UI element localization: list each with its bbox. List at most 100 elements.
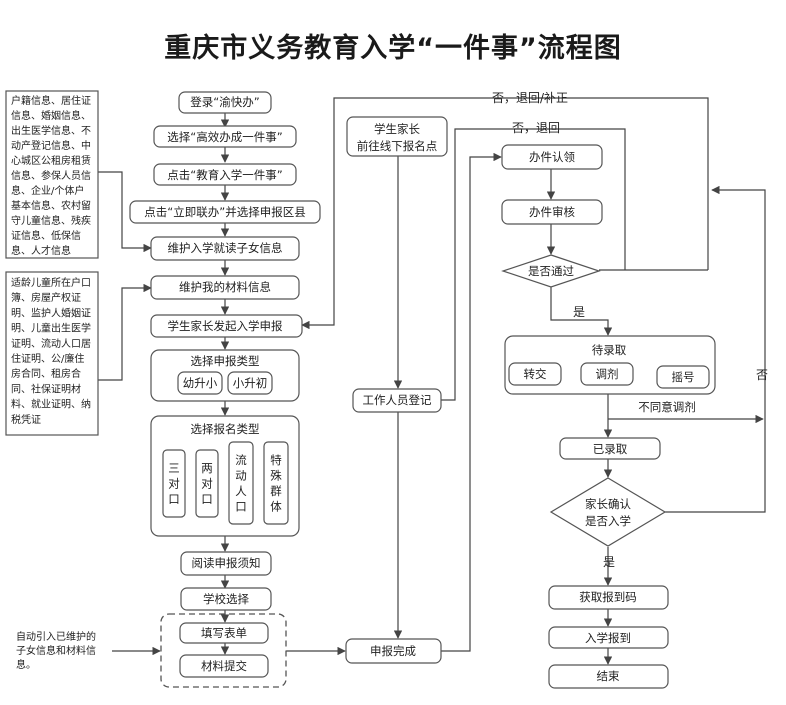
note1-line: 心城区公租房租赁: [11, 154, 91, 167]
option-three-match: [162, 449, 186, 518]
note2-line: 明、监护人婚姻证: [11, 306, 91, 319]
option-floating-population-label: 流动人口: [235, 453, 247, 514]
category-char: 动: [235, 468, 247, 482]
group-select-type: 选择申报类型 幼升小 小升初: [150, 349, 300, 402]
note2-line: 证明、流动人口居: [11, 337, 91, 350]
option-kindergarten-to-primary: 幼升小: [177, 371, 223, 395]
note1-line: 息、企业/个体户: [11, 184, 84, 197]
note1-line: 动产登记信息、中: [11, 139, 91, 152]
step-submit-materials: 材料提交: [179, 654, 269, 678]
svg-text:已录取: 已录取: [593, 442, 628, 456]
category-char: 体: [270, 499, 282, 513]
svg-text:户籍信息、居住证信息、婚姻信息、出生医学信息、不动产登记信息: 户籍信息、居住证信息、婚姻信息、出生医学信息、不动产登记信息、中心城区公租房租赁…: [11, 94, 91, 257]
edge-label-yes: 是: [573, 305, 585, 319]
svg-text:幼升小: 幼升小: [183, 376, 218, 390]
note1-line: 出生医学信息、不: [11, 124, 91, 137]
option-two-match: [195, 449, 219, 518]
category-char: 流: [235, 453, 247, 467]
step-read-notice: 阅读申报须知: [180, 551, 272, 576]
step-apply-done: 申报完成: [345, 638, 442, 664]
page-title: 重庆市义务教育入学“一件事”流程图: [164, 33, 622, 64]
note2-line: 住证明、公/廉住: [11, 352, 84, 365]
svg-text:自动引入已维护的子女信息和材料信息。: 自动引入已维护的子女信息和材料信息。: [16, 630, 96, 671]
svg-text:选择报名类型: 选择报名类型: [191, 422, 260, 436]
decision-passed: 是否通过: [501, 254, 601, 288]
category-char: 对: [168, 477, 180, 491]
group-pending-admission: 待录取 转交 调剂 摇号: [504, 335, 716, 395]
edge-label-no: 否: [756, 368, 768, 382]
step-admitted: 已录取: [559, 437, 661, 460]
step-get-code: 获取报到码: [548, 585, 669, 610]
step-end: 结束: [548, 664, 669, 689]
category-char: 对: [201, 477, 213, 491]
svg-text:点击“立即联办”并选择申报区县: 点击“立即联办”并选择申报区县: [144, 205, 305, 219]
step-parent-apply: 学生家长发起入学申报: [150, 314, 303, 338]
edge-label-no-return: 否，退回: [512, 121, 560, 135]
svg-text:学生家长发起入学申报: 学生家长发起入学申报: [168, 319, 283, 333]
svg-text:选择申报类型: 选择申报类型: [191, 354, 260, 368]
note2-line: 房合同、租房合: [11, 367, 81, 380]
svg-text:办件审核: 办件审核: [529, 205, 575, 219]
svg-text:学生家长: 学生家长: [374, 122, 420, 136]
note1-line: 户籍信息、居住证: [11, 94, 91, 107]
note1-line: 信息、参保人员信: [11, 169, 91, 182]
note2-line: 料、就业证明、纳: [11, 398, 91, 411]
category-char: 口: [235, 499, 247, 513]
note-3: 自动引入已维护的子女信息和材料信息。: [14, 630, 112, 677]
step-login: 登录“渝快办”: [178, 91, 272, 114]
step-child-info: 维护入学就读子女信息: [150, 236, 300, 261]
svg-text:阅读申报须知: 阅读申报须知: [192, 556, 261, 570]
svg-text:入学报到: 入学报到: [585, 631, 631, 645]
note1-line: 证信息、低保信: [11, 229, 81, 242]
svg-text:摇号: 摇号: [672, 370, 695, 384]
note2-line: 簿、房屋产权证: [11, 291, 81, 304]
step-staff-register: 工作人员登记: [352, 388, 442, 413]
option-adjust: 调剂: [580, 362, 634, 386]
svg-text:转交: 转交: [524, 367, 547, 381]
svg-text:前往线下报名点: 前往线下报名点: [357, 139, 438, 153]
svg-text:待录取: 待录取: [592, 343, 627, 357]
note1-line: 息、人才信息: [11, 244, 71, 257]
step-fill-form: 填写表单: [179, 622, 269, 644]
svg-text:适龄儿童所在户口簿、房屋产权证明、监护人婚姻证明、儿童出生医: 适龄儿童所在户口簿、房屋产权证明、监护人婚姻证明、儿童出生医学证明、流动人口居住…: [11, 276, 91, 426]
option-special-group: [263, 441, 289, 525]
decision-parent-confirm: 家长确认 是否入学: [549, 477, 667, 547]
note1-line: 守儿童信息、残疾: [11, 214, 91, 227]
edge-label-yes-confirm: 是: [603, 555, 615, 569]
svg-text:选择“高效办成一件事”: 选择“高效办成一件事”: [167, 130, 282, 144]
option-special-group-label: 特殊群体: [270, 453, 282, 514]
option-transfer: 转交: [508, 362, 562, 386]
svg-text:结束: 结束: [597, 669, 620, 683]
category-char: 特: [270, 453, 282, 467]
svg-text:点击“教育入学一件事”: 点击“教育入学一件事”: [167, 168, 282, 182]
svg-text:申报完成: 申报完成: [370, 644, 416, 658]
group-form-submit: [160, 613, 287, 688]
svg-text:维护我的材料信息: 维护我的材料信息: [179, 280, 271, 294]
category-char: 殊: [270, 468, 282, 482]
option-primary-to-middle: 小升初: [227, 371, 273, 395]
note-1: 户籍信息、居住证信息、婚姻信息、出生医学信息、不动产登记信息、中心城区公租房租赁…: [5, 90, 99, 259]
svg-text:是否入学: 是否入学: [585, 514, 631, 528]
option-lottery: 摇号: [656, 365, 710, 389]
option-three-match-label: 三对口: [168, 461, 180, 506]
svg-text:是否通过: 是否通过: [528, 264, 574, 278]
step-click-apply: 点击“立即联办”并选择申报区县: [129, 200, 321, 224]
step-my-materials: 维护我的材料信息: [150, 275, 300, 300]
note1-line: 基本信息、农村留: [11, 199, 91, 212]
connectors: [98, 97, 766, 665]
category-char: 两: [201, 461, 213, 475]
category-char: 人: [235, 484, 247, 498]
step-select-service: 选择“高效办成一件事”: [153, 125, 297, 148]
edge-label-no-return-supplement: 否，退回/补正: [492, 91, 568, 105]
svg-text:获取报到码: 获取报到码: [579, 590, 637, 604]
group-select-category: 选择报名类型 三对口 两对口 流动人口 特殊群体: [150, 415, 300, 537]
note2-line: 适龄儿童所在户口: [11, 276, 91, 289]
step-click-edu: 点击“教育入学一件事”: [153, 163, 297, 186]
svg-text:材料提交: 材料提交: [201, 659, 247, 673]
note1-line: 信息、婚姻信息、: [11, 109, 91, 122]
edge-labels: 否，退回/补正 否，退回 是 是 否 不同意调剂: [492, 91, 768, 569]
note3-line: 子女信息和材料信: [16, 644, 96, 657]
svg-text:维护入学就读子女信息: 维护入学就读子女信息: [168, 241, 283, 255]
svg-text:登录“渝快办”: 登录“渝快办”: [190, 95, 259, 109]
